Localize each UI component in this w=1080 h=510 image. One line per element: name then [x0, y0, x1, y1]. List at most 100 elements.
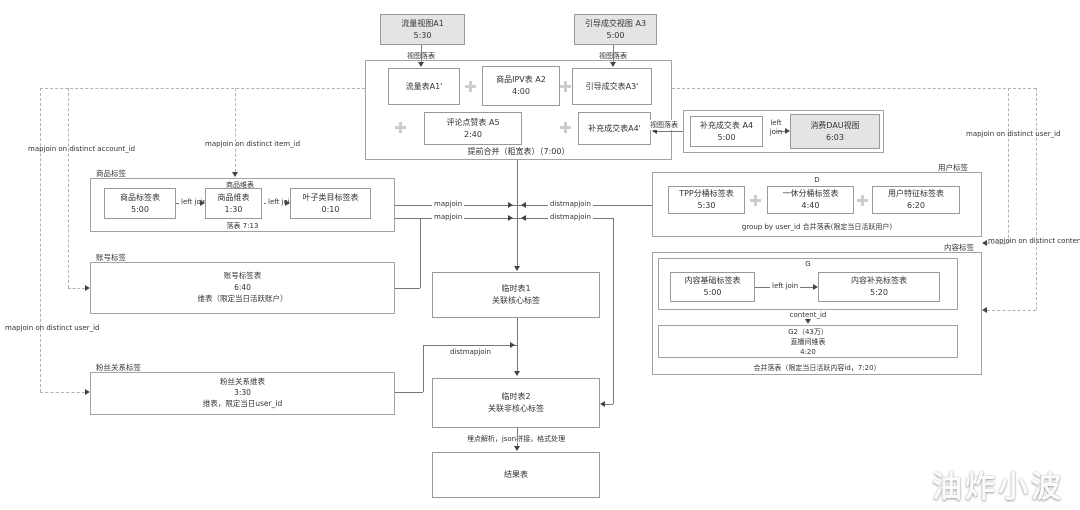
node-time: 3:30 [234, 387, 251, 397]
watermark: 油炸小波 [932, 470, 1064, 505]
arrow-down-icon [514, 371, 520, 376]
node-note: 关联核心标签 [492, 296, 540, 305]
item-section-container [90, 178, 395, 232]
connector-guideview-down [613, 45, 614, 64]
user-section-container [652, 172, 982, 237]
node-leaf-category-table: 叶子类目标签表 0:10 [290, 188, 371, 219]
node-time: 5:00 [717, 132, 736, 142]
arrow-right-icon [200, 200, 205, 206]
node-time: 0:10 [321, 204, 340, 214]
arrow-down-icon [610, 62, 616, 67]
connector-flowview-down [421, 45, 422, 64]
node-time: 5:00 [606, 30, 625, 40]
mapjoin-label: mapjoin [432, 200, 465, 208]
node-tpp-table: TPP分桶标签表 5:30 [668, 186, 745, 214]
arrow-left-icon [982, 240, 987, 246]
arrow-left-icon [521, 202, 526, 208]
arrow-right-icon [813, 284, 818, 290]
node-note: 关联非核心标签 [488, 404, 544, 413]
left-join-label: left join [179, 198, 210, 206]
dashed-right-top [672, 88, 1036, 89]
node-title: 叶子类目标签表 [302, 192, 359, 202]
plus-icon [750, 195, 761, 206]
node-note: 维表，限定当日user_id [202, 398, 283, 408]
plus-icon [395, 122, 406, 133]
distmapjoin-label: distmapjoin [548, 213, 593, 221]
plus-icon [465, 81, 476, 92]
mapjoin-distinct-label: mapjoin on distinct account_id [28, 145, 136, 153]
node-item-tag-table: 商品标签表 5:00 [104, 188, 176, 219]
mapjoin-label: mapjoin [432, 213, 465, 221]
arrow-down-icon [232, 172, 238, 177]
mapjoin-distinct-label: mapjoin on distinct content_id [988, 237, 1080, 245]
item-caption: 落表 7:13 [226, 222, 259, 230]
arrow-down-icon [418, 62, 424, 67]
connector-right-bend-h [604, 404, 613, 405]
dashed-accountid-v [68, 88, 69, 288]
arrow-down-icon [514, 266, 520, 271]
node-title: 流量视图A1 [401, 18, 444, 28]
node-dau-view: 消费DAU视图 6:03 [790, 114, 880, 149]
node-title: 补充成交表 A4 [699, 120, 754, 130]
node-time: 6:20 [907, 201, 925, 210]
connector-account-bend-v [420, 218, 421, 288]
node-time: 4:20 [800, 348, 816, 357]
left-join-label: left join [770, 282, 801, 290]
arrow-right-icon [85, 389, 90, 395]
node-time: 1:30 [224, 204, 243, 214]
content-top-label: G [805, 260, 811, 268]
arrow-right-icon [510, 342, 515, 348]
node-supply-table: 补充成交表A4' [578, 112, 651, 145]
node-time: 5:30 [413, 30, 432, 40]
arrow-left-icon [982, 307, 987, 313]
distmapjoin-label: distmapjoin [548, 200, 593, 208]
node-time: 5:00 [131, 204, 149, 214]
node-note: 维表（限定当日活跃账户） [197, 294, 288, 304]
node-title: TPP分桶标签表 [679, 189, 734, 199]
fans-section-container [90, 372, 395, 415]
left-join-label: left join [769, 119, 783, 137]
section-title-user: 用户标签 [938, 163, 968, 172]
arrow-left-icon [521, 215, 526, 221]
node-time: 5:20 [870, 288, 888, 297]
node-flow-view-a1: 流量视图A1 5:30 [380, 14, 465, 45]
connector-mapjoin-row2 [395, 218, 613, 219]
node-title: 内容基础标签表 [684, 276, 741, 286]
arrow-right-icon [785, 128, 790, 134]
node-supply-a4: 补充成交表 A4 5:00 [690, 116, 763, 147]
merge-caption: 提前合并（粗宽表）（7:00） [467, 147, 570, 156]
left-join-label: left join [266, 198, 297, 206]
dashed-accountid-h [68, 288, 85, 289]
node-temp-table2: 临时表2 关联非核心标签 [432, 378, 600, 428]
content-inner-container [658, 258, 958, 310]
section-title-fans: 粉丝关系标签 [96, 363, 141, 372]
content-section-container [652, 252, 982, 375]
node-flow-table: 流量表A1' [388, 68, 460, 105]
connector-account-bend-h [395, 288, 420, 289]
node-time: 4:40 [801, 201, 820, 210]
merge-container [365, 60, 672, 160]
node-title: 临时表1 [501, 284, 531, 294]
connector-leftjoin [777, 131, 786, 132]
node-content-supp-table: 内容补充标签表 5:20 [818, 272, 940, 302]
node-time: 5:00 [703, 288, 722, 297]
node-item-dim-table: 商品维表 1:30 [205, 188, 262, 219]
arrow-down-icon [805, 319, 811, 324]
dashed-userid-left-h [40, 392, 85, 393]
section-title-content: 内容标签 [944, 243, 974, 252]
section-title-account: 账号标签 [96, 253, 126, 262]
node-title: 商品维表 [217, 192, 250, 202]
plus-icon [560, 81, 571, 92]
node-time: 4:00 [512, 87, 530, 96]
arrow-right-icon [508, 215, 513, 221]
user-top-label: D [814, 176, 820, 184]
fans-text-block: 粉丝关系维表 3:30 维表，限定当日user_id [90, 377, 395, 410]
node-title: 粉丝关系维表 [220, 377, 265, 386]
dashed-contentid-h [987, 310, 1036, 311]
connector-temp1-to-temp2 [517, 318, 518, 375]
node-note: 直播间维表 [790, 338, 826, 347]
mapjoin-distinct-label: mapjoin on distinct user_id [5, 324, 100, 332]
arrow-right-icon [508, 202, 513, 208]
node-title: 账号标签表 [223, 271, 262, 280]
